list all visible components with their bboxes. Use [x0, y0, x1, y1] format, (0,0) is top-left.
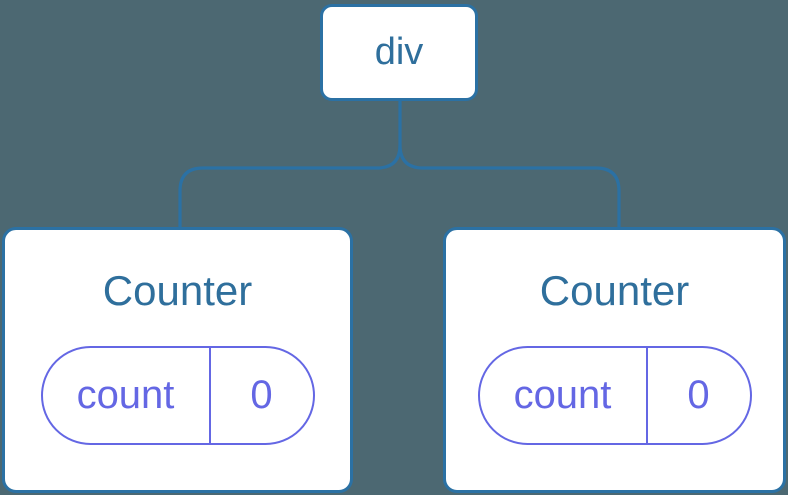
state-key: count [480, 348, 648, 444]
tree-node-div-label: div [374, 31, 424, 73]
state-badge: count 0 [40, 346, 315, 446]
state-value: 0 [687, 373, 710, 418]
connector-left-branch [178, 100, 402, 228]
state-key: count [43, 348, 211, 444]
component-name: Counter [539, 267, 690, 314]
counter-node-right: Counter count 0 [443, 227, 786, 493]
counter-node-left: Counter count 0 [2, 227, 353, 493]
state-badge: count 0 [477, 346, 752, 446]
tree-node-div: div [320, 4, 478, 101]
state-value: 0 [250, 373, 273, 418]
connector-right-branch [398, 144, 621, 228]
component-name: Counter [102, 267, 253, 314]
